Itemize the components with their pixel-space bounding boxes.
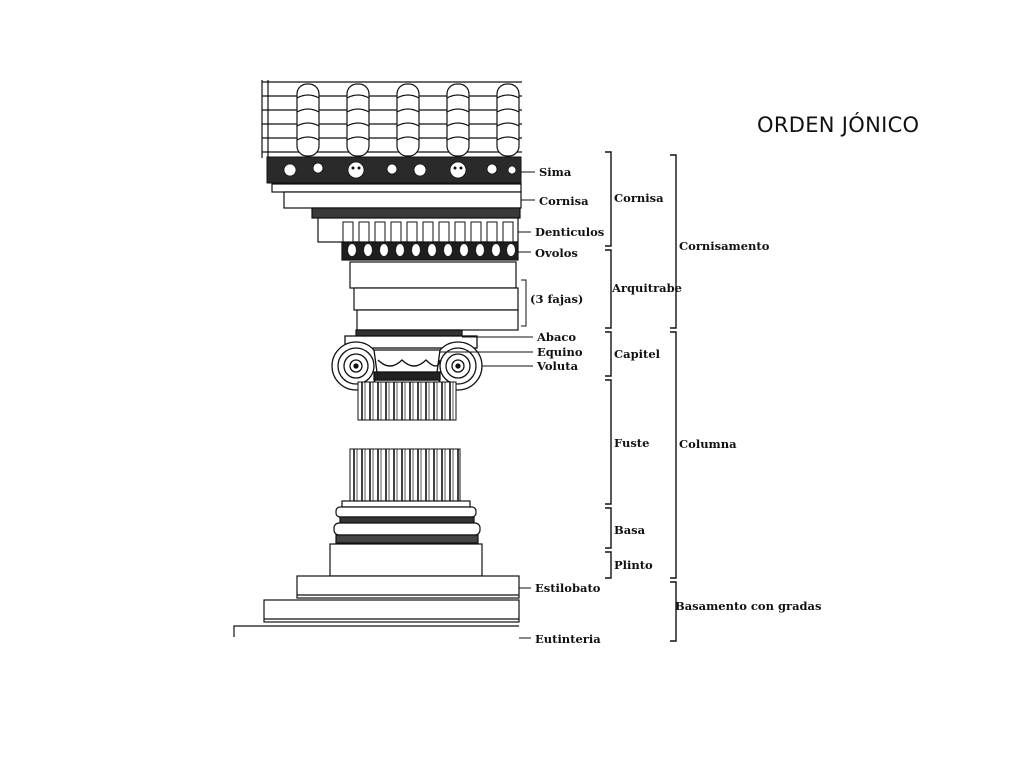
label-arquitrabe: Arquitrabe — [611, 281, 682, 295]
leader-lines — [440, 171, 535, 639]
steps — [233, 575, 520, 637]
capital — [331, 335, 483, 391]
label-eutinteria: Eutinteria — [535, 632, 601, 646]
label-estilobato: Estilobato — [535, 581, 601, 595]
label-basa: Basa — [614, 523, 646, 537]
label-fuste: Fuste — [614, 436, 649, 450]
label-sima: Sima — [539, 165, 572, 179]
label-columna: Columna — [679, 437, 737, 451]
label-abaco: Abaco — [536, 330, 576, 344]
label-equino: Equino — [537, 345, 583, 359]
label-fajas: (3 fajas) — [530, 292, 583, 306]
label-cornisa-group: Cornisa — [614, 191, 664, 205]
shaft-lower — [349, 448, 461, 502]
label-capitel: Capitel — [614, 347, 661, 361]
base — [329, 500, 483, 577]
diagram-title: ORDEN JÓNICO — [757, 113, 920, 137]
label-cornisamento: Cornisamento — [679, 239, 770, 253]
brackets-level2 — [670, 154, 677, 642]
roof-tiles — [261, 80, 522, 158]
label-plinto: Plinto — [614, 558, 653, 572]
sima — [266, 156, 522, 184]
cornice — [271, 183, 522, 261]
label-voluta: Voluta — [536, 359, 579, 373]
shaft-upper — [357, 381, 457, 421]
label-denticulos: Denticulos — [535, 225, 604, 239]
label-ovolos: Ovolos — [535, 246, 578, 260]
label-cornisa-part: Cornisa — [539, 194, 589, 208]
label-basamento: Basamento con gradas — [675, 599, 822, 613]
architrave — [349, 261, 519, 337]
brackets-level1 — [605, 151, 612, 579]
